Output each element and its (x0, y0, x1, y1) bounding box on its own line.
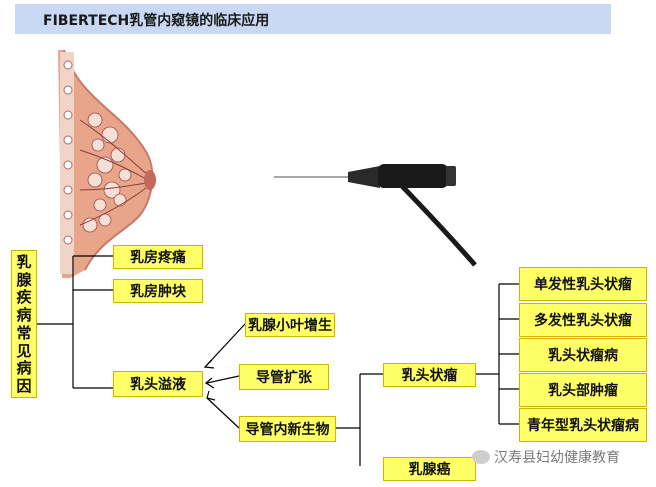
causes-label-char: 病 (16, 359, 32, 378)
papilloma-type: 乳头部肿瘤 (519, 373, 647, 407)
causes-label-char: 因 (16, 377, 32, 396)
watermark: 汉寿县妇幼健康教育 (472, 447, 620, 467)
causes-label-box: 乳 腺 疾 病 常 见 病 因 (11, 250, 37, 398)
causes-label-char: 见 (16, 341, 32, 360)
title-bar: FIBERTECH乳管内窥镜的临床应用 (15, 4, 611, 34)
duct-ectasia: 导管扩张 (239, 364, 329, 390)
cause-nipple-discharge: 乳头溢液 (113, 371, 203, 397)
papilloma-type: 多发性乳头状瘤 (519, 303, 647, 337)
papilloma-type: 乳头状瘤病 (519, 338, 647, 372)
cause-breast-lump: 乳房肿块 (113, 279, 203, 303)
page-title: FIBERTECH乳管内窥镜的临床应用 (43, 13, 270, 29)
breast-cancer: 乳腺癌 (383, 457, 476, 481)
causes-label-char: 常 (16, 323, 32, 342)
intraductal-neoplasm: 导管内新生物 (239, 416, 336, 442)
wechat-icon (472, 450, 490, 464)
papilloma: 乳头状瘤 (383, 363, 476, 387)
cause-breast-pain: 乳房疼痛 (113, 245, 203, 269)
causes-label-char: 腺 (16, 270, 32, 289)
papilloma-type: 青年型乳头状瘤病 (519, 408, 647, 442)
papilloma-type: 单发性乳头状瘤 (519, 267, 647, 301)
causes-label-char: 疾 (16, 288, 32, 307)
lobular-hyperplasia: 乳腺小叶增生 (245, 313, 335, 337)
breast-anatomy-illustration (58, 49, 156, 278)
causes-label-char: 乳 (16, 252, 32, 271)
endoscope-image (274, 164, 477, 267)
watermark-text: 汉寿县妇幼健康教育 (494, 450, 620, 466)
causes-label-char: 病 (16, 306, 32, 325)
